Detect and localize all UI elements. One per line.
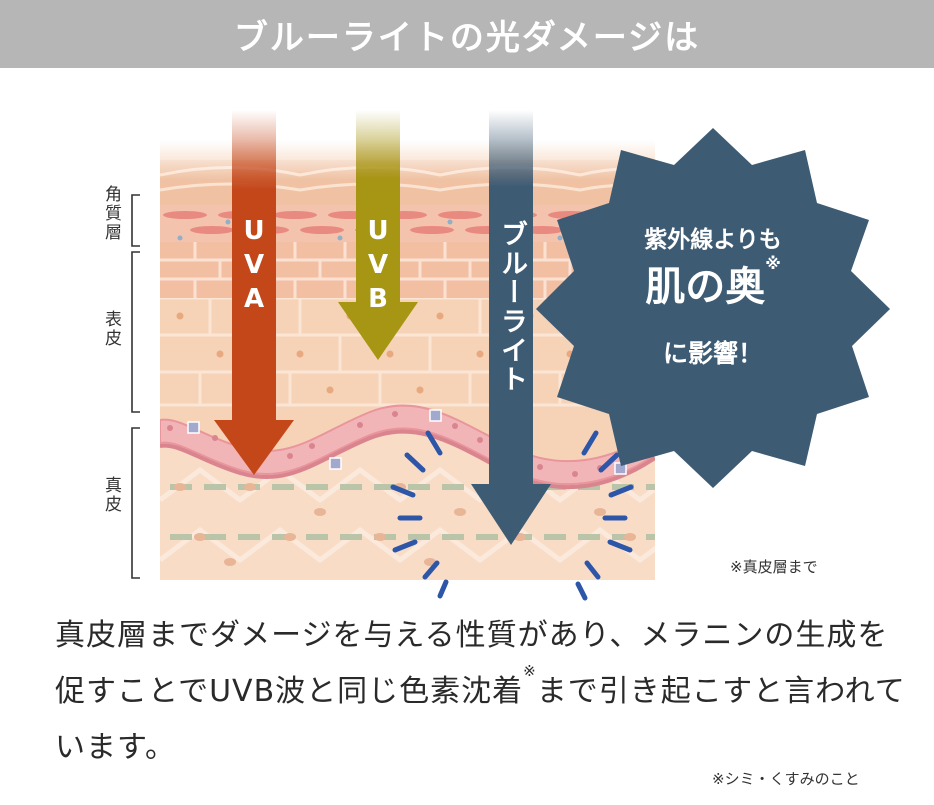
blue-light-arrow [471, 110, 551, 545]
description-part-1: 真皮層までダメージを与える性質があり、メラニンの生成を促すことでUVB波と同じ色… [55, 618, 889, 709]
uva-arrow [214, 110, 294, 475]
badge-line-2: 肌の奥※ [603, 254, 823, 312]
impact-rays [390, 430, 634, 601]
blue-light-label: ブルーライト [496, 220, 527, 394]
badge-note-mark: ※ [765, 254, 781, 273]
basal-line [160, 429, 655, 490]
bottom-note: ※シミ・くすみのこと [712, 770, 860, 788]
bracket-stratum-corneum [131, 194, 140, 247]
dermis-label: 真皮 [101, 476, 121, 514]
uva-label: UVA [243, 216, 265, 314]
badge-line-3: に影響！ [662, 339, 763, 368]
badge-line-1: 紫外線よりも [644, 227, 782, 253]
epidermis-label: 表皮 [101, 310, 121, 348]
layer-brackets [131, 194, 140, 579]
badge-burst [536, 128, 890, 488]
uvb-label: UVB [367, 216, 389, 314]
dermis-note: ※真皮層まで [730, 558, 818, 576]
skin-diagram: UVA UVB ブルーライト 角質層 表皮 真皮 紫外線よりも 肌の奥※ に影響… [0, 68, 934, 608]
header-title: ブルーライトの光ダメージは [233, 17, 701, 58]
bracket-epidermis [131, 251, 140, 413]
description-note-mark: ※ [523, 662, 537, 680]
skin-illustration [131, 110, 890, 601]
stratum-corneum-label: 角質層 [101, 185, 121, 242]
bracket-dermis [131, 427, 140, 579]
header-banner: ブルーライトの光ダメージは [0, 0, 934, 68]
badge-emphasis: 肌の奥 [645, 264, 766, 310]
basal-cells [187, 409, 627, 475]
granular-dots [177, 219, 563, 241]
uvb-arrow [338, 110, 418, 360]
description-text: 真皮層までダメージを与える性質があり、メラニンの生成を促すことでUVB波と同じ色… [55, 608, 915, 776]
description-part-2: まで引き起こすと言われています。 [55, 674, 906, 765]
